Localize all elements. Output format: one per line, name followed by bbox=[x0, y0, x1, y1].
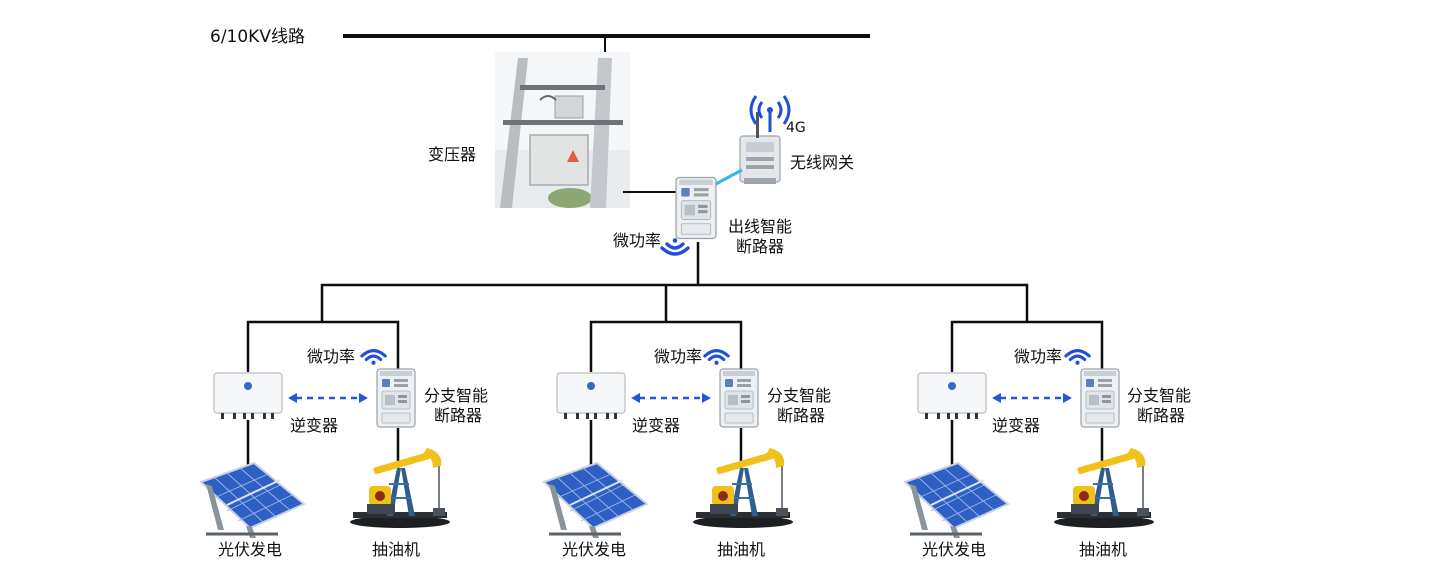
pv-label: 光伏发电 bbox=[218, 540, 283, 559]
outgoing-breaker-device bbox=[675, 176, 717, 240]
gateway-label: 无线网关 bbox=[790, 153, 855, 172]
branch-micro-power-label: 微功率 bbox=[1014, 347, 1063, 366]
branch-wifi-icon bbox=[1064, 348, 1091, 366]
pump-label: 抽油机 bbox=[372, 540, 421, 559]
inverter-device bbox=[556, 372, 626, 420]
branch-breaker-label-line1: 分支智能 bbox=[424, 386, 489, 405]
outgoing-breaker-label-line2: 断路器 bbox=[736, 237, 785, 256]
link-arrow-right bbox=[1063, 393, 1072, 403]
outgoing-wifi-icon bbox=[660, 238, 690, 256]
outgoing-breaker-label: 出线智能 断路器 bbox=[728, 217, 792, 257]
inverter-label: 逆变器 bbox=[632, 416, 681, 435]
transformer-label: 变压器 bbox=[428, 145, 477, 164]
branch-wifi-icon bbox=[360, 348, 387, 366]
oil-pump bbox=[692, 447, 794, 529]
link-arrow-left bbox=[288, 393, 297, 403]
solar-panel bbox=[199, 461, 306, 540]
inverter-label: 逆变器 bbox=[290, 416, 339, 435]
link-arrow-right bbox=[359, 393, 368, 403]
branch-breaker-label: 分支智能 断路器 bbox=[424, 386, 488, 426]
power-line-label: 6/10KV线路 bbox=[210, 27, 305, 47]
gateway-link bbox=[711, 168, 743, 188]
outgoing-micro-power-label: 微功率 bbox=[613, 231, 662, 250]
branch-breaker-label: 分支智能 断路器 bbox=[767, 386, 831, 426]
branch-micro-power-label: 微功率 bbox=[307, 347, 356, 366]
branch-breaker-device bbox=[1080, 368, 1120, 428]
pv-label: 光伏发电 bbox=[922, 540, 987, 559]
transformer-photo bbox=[495, 52, 630, 208]
branch-breaker-label-line1: 分支智能 bbox=[1127, 386, 1192, 405]
antenna-broadcast-icon bbox=[749, 95, 791, 132]
inverter-device bbox=[213, 372, 283, 420]
pump-label: 抽油机 bbox=[1079, 540, 1128, 559]
outgoing-breaker-label-line1: 出线智能 bbox=[728, 217, 793, 236]
link-arrow-left bbox=[992, 393, 1001, 403]
inverter-label: 逆变器 bbox=[992, 416, 1041, 435]
branch-breaker-label-line2: 断路器 bbox=[434, 406, 483, 425]
inverter-device bbox=[917, 372, 987, 420]
branch-breaker-device bbox=[719, 368, 759, 428]
oil-pump bbox=[349, 447, 451, 529]
solar-panel bbox=[542, 461, 649, 540]
pump-label: 抽油机 bbox=[717, 540, 766, 559]
pv-label: 光伏发电 bbox=[562, 540, 627, 559]
oil-pump bbox=[1053, 447, 1155, 529]
gateway-signal-label: 4G bbox=[786, 120, 806, 136]
feeder-bus bbox=[320, 283, 1029, 322]
branch-breaker-label-line2: 断路器 bbox=[777, 406, 826, 425]
branch-breaker-device bbox=[376, 368, 416, 428]
link-arrow-left bbox=[631, 393, 640, 403]
link-arrow-right bbox=[702, 393, 711, 403]
branch-breaker-label: 分支智能 断路器 bbox=[1127, 386, 1191, 426]
wireless-gateway bbox=[739, 112, 781, 184]
solar-panel bbox=[903, 461, 1010, 540]
branch-breaker-label-line2: 断路器 bbox=[1137, 406, 1186, 425]
branch-wifi-icon bbox=[703, 348, 730, 366]
branch-breaker-label-line1: 分支智能 bbox=[767, 386, 832, 405]
branch-micro-power-label: 微功率 bbox=[654, 347, 703, 366]
